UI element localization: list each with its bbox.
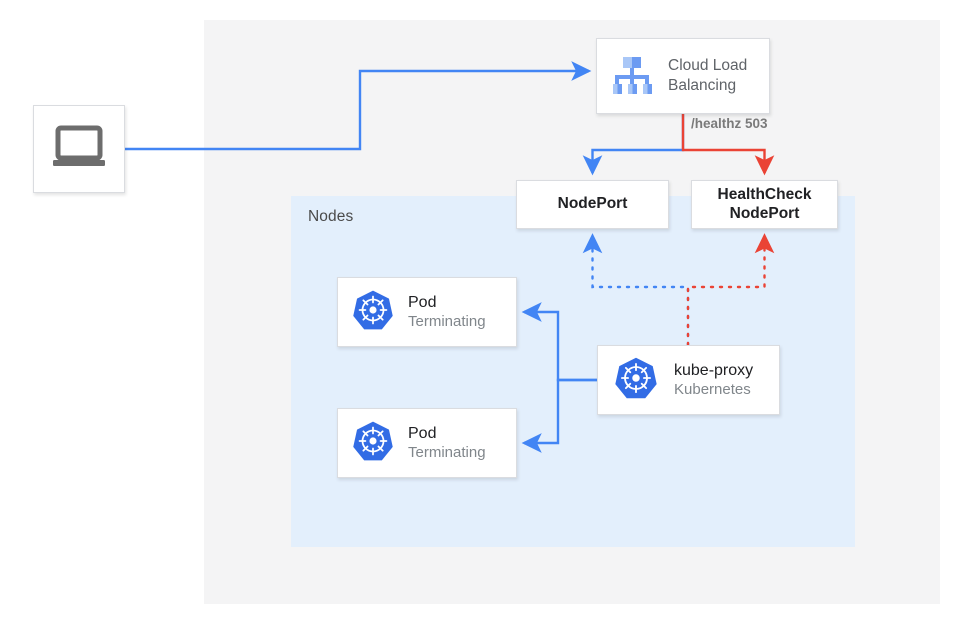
laptop-icon: [51, 125, 107, 174]
pod-text-block: Pod Terminating: [408, 293, 486, 332]
nodeport-node[interactable]: NodePort: [516, 180, 669, 229]
kube-proxy-title: kube-proxy: [674, 361, 754, 379]
pod-node-1[interactable]: Pod Terminating: [337, 277, 517, 347]
cloud-load-balancing-label: Cloud Load Balancing: [668, 57, 748, 94]
edge-kubeproxy-to-pod-2: [521, 378, 597, 453]
healthz-edge-label: /healthz 503: [691, 116, 768, 131]
healthcheck-nodeport-node[interactable]: HealthCheck NodePort: [691, 180, 838, 229]
pod-title-1: Pod: [408, 293, 437, 311]
nodes-group-label: Nodes: [308, 208, 354, 225]
client-node[interactable]: [33, 105, 125, 193]
cloud-load-balancing-icon: [609, 52, 655, 101]
kube-proxy-subtitle: Kubernetes: [674, 380, 751, 398]
pod-title-2: Pod: [408, 424, 437, 442]
pod-status-1: Terminating: [408, 312, 486, 330]
kubernetes-icon: [352, 420, 394, 467]
cloud-load-balancing-node[interactable]: Cloud Load Balancing: [596, 38, 770, 114]
pod-text-block: Pod Terminating: [408, 424, 486, 463]
kube-proxy-text-block: kube-proxy Kubernetes: [674, 361, 753, 400]
edge-kubeproxy-to-nodeport-dotted: [582, 233, 690, 347]
edge-kubeproxy-to-healthcheck-nodeport-dotted: [686, 233, 775, 347]
pod-node-2[interactable]: Pod Terminating: [337, 408, 517, 478]
nodeport-label: NodePort: [557, 195, 628, 213]
edge-kubeproxy-to-pod-1: [521, 302, 597, 382]
edge-client-to-loadbalancer: [125, 61, 592, 151]
edge-loadbalancer-to-healthcheck-nodeport: [681, 114, 775, 176]
edge-loadbalancer-to-nodeport: [582, 114, 685, 176]
kube-proxy-node[interactable]: kube-proxy Kubernetes: [597, 345, 780, 415]
pod-status-2: Terminating: [408, 443, 486, 461]
kubernetes-icon: [352, 289, 394, 336]
healthcheck-nodeport-label: HealthCheck NodePort: [717, 185, 812, 222]
kubernetes-icon: [614, 356, 658, 405]
